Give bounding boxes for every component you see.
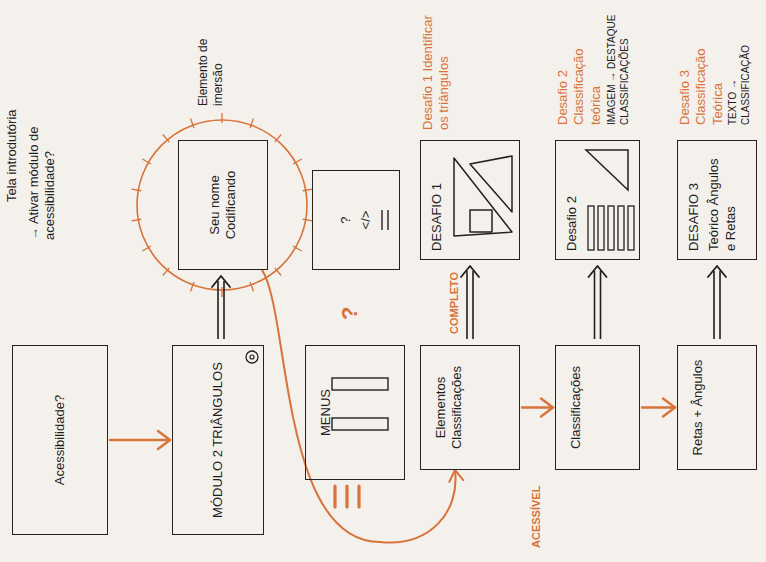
triangle-sketch	[454, 156, 512, 236]
node-text: ?	[338, 216, 354, 223]
node-text: DESAFIO 3	[686, 183, 702, 251]
node-text: Elementos Classificações	[433, 354, 466, 461]
edge-label: ACESSÍVEL	[530, 484, 542, 550]
flow-arrow	[461, 266, 479, 339]
node-text: DESAFIO 1	[429, 183, 445, 251]
challenge-box: DESAFIO 3Teórico Ângulos e Retas	[677, 140, 757, 260]
node-text: </>	[358, 211, 374, 230]
immersion-circle	[131, 113, 312, 297]
screen-box: Acessibilidade?	[12, 345, 108, 535]
menu-icon	[335, 486, 359, 507]
classification-sketch	[586, 150, 634, 250]
screen-box: Retas + Ângulos	[677, 345, 757, 470]
screen-note: Tela introdutória	[4, 52, 20, 202]
settings-icon	[246, 351, 258, 363]
node-text: Teórico Ângulos e Retas	[706, 149, 739, 251]
flow-arrow	[589, 266, 607, 339]
node-text: Desafio 2	[564, 196, 580, 251]
flow-arrow	[110, 431, 170, 449]
menu-buttons	[332, 378, 388, 430]
edge-label: COMPLETO	[448, 270, 460, 336]
node-text: Retas + Ângulos	[690, 360, 706, 456]
list-icon	[382, 210, 388, 230]
challenge-box: DESAFIO 1	[420, 140, 520, 260]
flow-arrow	[522, 399, 553, 417]
node-text: MÓDULO 2 TRIÂNGULOS	[210, 362, 226, 518]
circle-note: Elemento de imersão	[196, 6, 226, 106]
question-mark: ?	[336, 290, 364, 320]
screen-note: → Ativar módulo de acessibilidade?	[26, 75, 59, 240]
screen-box: ? </>	[312, 170, 400, 270]
node-text: Acessibilidade?	[52, 395, 68, 485]
screen-box: Elementos Classificações	[420, 345, 520, 470]
screen-box: MENUS	[305, 345, 405, 480]
node-text: Seu nome Codificando	[207, 149, 240, 261]
node-text: Classificações	[568, 366, 584, 449]
challenge-detail: IMAGEM → DESTAQUE CLASSIFICAÇÕES	[606, 5, 631, 125]
challenge-note: Desafio 3 Classificação Teórica	[677, 7, 726, 125]
challenge-note: Desafio 2 Classificação teórica	[555, 7, 604, 125]
challenge-note: Desafio 1 Identificar os triângulos	[420, 8, 453, 130]
screen-box: MÓDULO 2 TRIÂNGULOS	[172, 345, 264, 535]
flow-arrow	[642, 399, 675, 417]
screen-box: Seu nome Codificando	[178, 140, 268, 270]
flow-arrow	[708, 266, 726, 339]
screen-box: Classificações	[555, 345, 640, 470]
challenge-box: Desafio 2	[555, 140, 640, 260]
node-text: MENUS	[318, 389, 334, 436]
flow-arrow	[212, 276, 230, 339]
challenge-detail: TEXTO → CLASSIFICAÇÃO	[727, 5, 752, 125]
